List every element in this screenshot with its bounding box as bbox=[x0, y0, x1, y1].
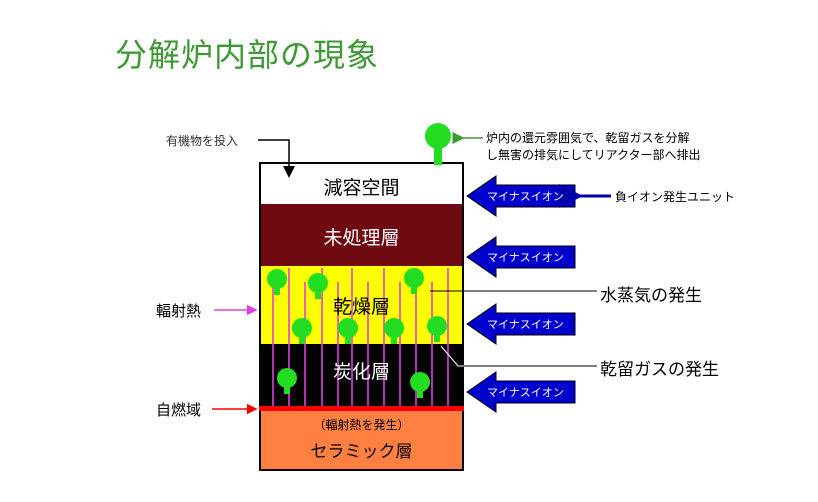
particle-icon bbox=[308, 273, 328, 299]
ceramic-note: （輻射熱を発生） bbox=[313, 418, 410, 432]
page-title: 分解炉内部の現象 bbox=[115, 36, 380, 74]
layer-decompression-label: 減容空間 bbox=[323, 177, 400, 199]
particle-icon bbox=[410, 372, 430, 398]
particle-icon bbox=[267, 269, 287, 295]
ion-unit-label: 負イオン発生ユニット bbox=[615, 190, 736, 204]
minus-ion-arrow-2 bbox=[466, 236, 576, 278]
particle-icon bbox=[404, 268, 424, 294]
self-combustion-line bbox=[259, 406, 464, 411]
layer-ceramic: （輻射熱を発生） セラミック層 bbox=[259, 410, 464, 471]
steam-label: 水蒸気の発生 bbox=[600, 286, 702, 306]
radiant-heat-label: 輻射熱 bbox=[156, 302, 202, 320]
particle-icon bbox=[338, 318, 358, 344]
gas-pointer-inner bbox=[440, 345, 597, 367]
minus-ion-label-1: マイナスイオン bbox=[487, 190, 564, 203]
layer-untreated: 未処理層 bbox=[259, 204, 464, 266]
minus-ion-arrow-3 bbox=[466, 303, 576, 345]
minus-ion-label-3: マイナスイオン bbox=[487, 318, 564, 331]
layer-carbonization-label: 炭化層 bbox=[332, 361, 390, 383]
dry-gas-label: 乾留ガスの発生 bbox=[600, 360, 719, 380]
layer-untreated-label: 未処理層 bbox=[323, 227, 400, 249]
minus-ion-label-2: マイナスイオン bbox=[487, 251, 564, 264]
particle-icon bbox=[427, 316, 447, 342]
self-combustion-label: 自燃域 bbox=[156, 401, 202, 419]
layer-ceramic-label: セラミック層 bbox=[310, 442, 413, 462]
minus-ion-arrow-4 bbox=[466, 371, 576, 413]
input-pointer-line bbox=[258, 139, 295, 178]
particle-icon bbox=[292, 318, 312, 344]
minus-ion-arrows bbox=[466, 175, 576, 413]
exhaust-icon bbox=[425, 123, 451, 165]
steam-gas-particles bbox=[267, 268, 447, 398]
input-organic-label: 有機物を投入 bbox=[166, 134, 239, 148]
layer-drying-label: 乾燥層 bbox=[332, 296, 390, 318]
top-note-line1: 炉内の還元雰囲気で、乾留ガスを分解 bbox=[486, 131, 690, 145]
particle-icon bbox=[277, 368, 297, 394]
particle-icon bbox=[384, 318, 404, 344]
minus-ion-label-4: マイナスイオン bbox=[487, 386, 564, 399]
top-note-line2: し無害の排気にしてリアクター部へ排出 bbox=[486, 148, 701, 162]
